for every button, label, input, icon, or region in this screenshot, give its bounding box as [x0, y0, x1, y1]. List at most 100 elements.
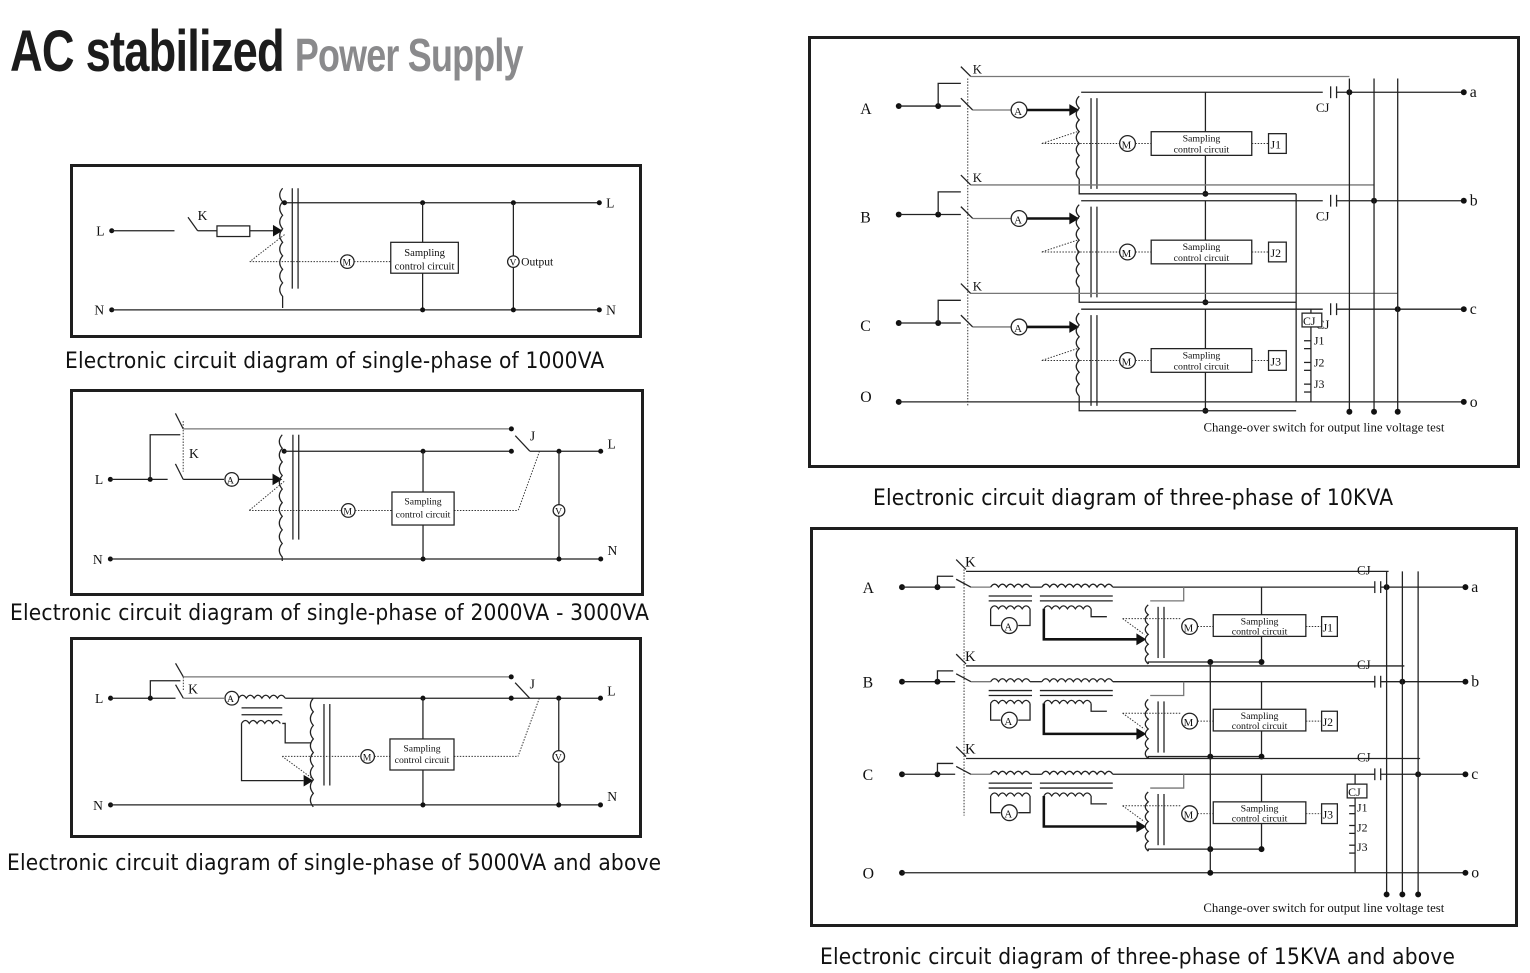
svg-text:A: A [227, 475, 234, 486]
change-over-note: Change-over switch for output line volta… [1203, 420, 1444, 434]
fuse [216, 225, 251, 238]
relay-contact-label: J3 [1314, 377, 1325, 391]
svg-text:J1: J1 [1271, 137, 1282, 151]
label-k: K [965, 742, 976, 758]
ammeter-a [1000, 617, 1018, 635]
svg-text:Sampling: Sampling [404, 497, 441, 508]
label-l-out: L [606, 196, 614, 211]
svg-text:Sampling: Sampling [403, 744, 440, 755]
output-label: o [1470, 394, 1478, 411]
svg-text:V: V [555, 752, 562, 763]
diagram-single-1000va: L K M L Sampling control circuit V Outpu… [70, 164, 642, 338]
series-transformer [1041, 678, 1114, 683]
switch-k [960, 283, 972, 294]
series-transformer [1041, 770, 1114, 776]
relay-box [1320, 803, 1339, 825]
svg-text:J1: J1 [1323, 620, 1334, 634]
svg-text:control circuit: control circuit [395, 755, 450, 766]
transformer-coil [1144, 604, 1150, 665]
svg-text:K: K [188, 681, 198, 696]
label-k: K [973, 279, 983, 293]
label-cj: CJ [1316, 209, 1330, 223]
sampling-control-box [390, 241, 459, 274]
svg-text:Sampling: Sampling [1183, 350, 1221, 361]
switch-k [960, 174, 972, 186]
svg-text:control circuit: control circuit [1232, 626, 1288, 637]
output-label: c [1470, 301, 1477, 318]
transformer-coil [1075, 312, 1081, 397]
relay-box [1267, 241, 1287, 263]
svg-text:A: A [1004, 716, 1012, 728]
terminal-dot [895, 103, 902, 110]
output-label: b [1470, 193, 1478, 210]
relay-contact-label: J1 [1357, 801, 1368, 815]
input-label: C [860, 318, 871, 335]
label-k: K [973, 171, 983, 185]
svg-text:M: M [363, 752, 372, 763]
switch-k-bottom [174, 463, 184, 480]
ammeter-a [224, 471, 240, 487]
test-terminal [1399, 891, 1406, 898]
svg-text:J2: J2 [1323, 715, 1334, 729]
circuit-single-2000-3000va: L K A M J L Sampling control circuit V N… [93, 413, 618, 567]
circuit-single-5000va: L K A M J L Sampling control circuit V N… [93, 662, 617, 813]
svg-text:Sampling: Sampling [1183, 134, 1221, 145]
switch-k [955, 559, 967, 570]
svg-text:control circuit: control circuit [1232, 721, 1288, 732]
ammeter-a [1010, 101, 1028, 119]
label-cj: CJ [1316, 101, 1330, 115]
input-label: A [860, 101, 872, 118]
svg-text:N: N [608, 543, 618, 558]
svg-text:J: J [530, 677, 535, 692]
input-label: B [863, 675, 874, 692]
transformer-coil [278, 434, 284, 561]
svg-text:J3: J3 [1271, 354, 1282, 368]
caption-single-2000-3000va: Electronic circuit diagram of single-pha… [10, 601, 650, 626]
svg-text:Sampling: Sampling [1183, 242, 1221, 253]
svg-text:control circuit: control circuit [1174, 144, 1230, 155]
test-terminal [1383, 891, 1390, 898]
output-label: a [1471, 579, 1478, 596]
cj-coil [1346, 783, 1368, 799]
diagram-single-5000va: L K A M J L Sampling control circuit V N… [70, 637, 642, 838]
svg-text:Sampling: Sampling [1241, 617, 1279, 628]
series-transformer [1041, 583, 1114, 589]
output-label: c [1471, 766, 1478, 783]
test-terminal [1371, 408, 1377, 415]
svg-text:L: L [95, 691, 103, 706]
svg-text:L: L [95, 472, 103, 487]
svg-text:L: L [607, 683, 615, 698]
sampling-control-box [1212, 801, 1307, 825]
sampling-control-box [1212, 614, 1307, 638]
svg-text:M: M [1184, 717, 1194, 729]
svg-text:K: K [189, 446, 199, 461]
input-label: O [860, 389, 871, 406]
switch-k [960, 66, 972, 77]
ammeter-a [1010, 209, 1028, 228]
input-label: A [863, 580, 875, 597]
svg-text:M: M [342, 257, 351, 268]
transformer-coil [1075, 95, 1081, 180]
svg-text:control circuit: control circuit [1232, 814, 1288, 825]
relay-box [1320, 616, 1339, 638]
voltmeter-v [506, 255, 520, 269]
switch-k [955, 746, 967, 758]
output-label: o [1471, 865, 1479, 882]
switch-k-top [174, 413, 184, 430]
title-bold: AC stabilized [10, 19, 285, 84]
label-n-in: N [94, 303, 104, 318]
circuit-single-1000va: L K M L Sampling control circuit V Outpu… [94, 187, 616, 318]
label-k: K [965, 649, 976, 665]
diagram-single-2000-3000va: L K A M J L Sampling control circuit V N… [70, 389, 644, 596]
terminal-dot [895, 320, 902, 326]
relay-box [1267, 133, 1287, 155]
svg-text:M: M [1184, 622, 1194, 634]
label-cj: CJ [1357, 563, 1371, 577]
svg-text:L: L [608, 436, 616, 451]
svg-text:M: M [1122, 248, 1132, 260]
